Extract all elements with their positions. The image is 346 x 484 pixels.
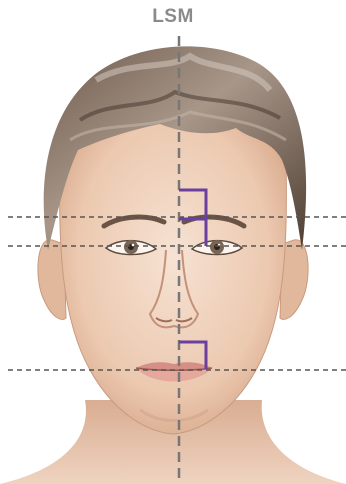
face-outline: [60, 112, 287, 434]
diagram-title: LSM: [0, 6, 346, 28]
